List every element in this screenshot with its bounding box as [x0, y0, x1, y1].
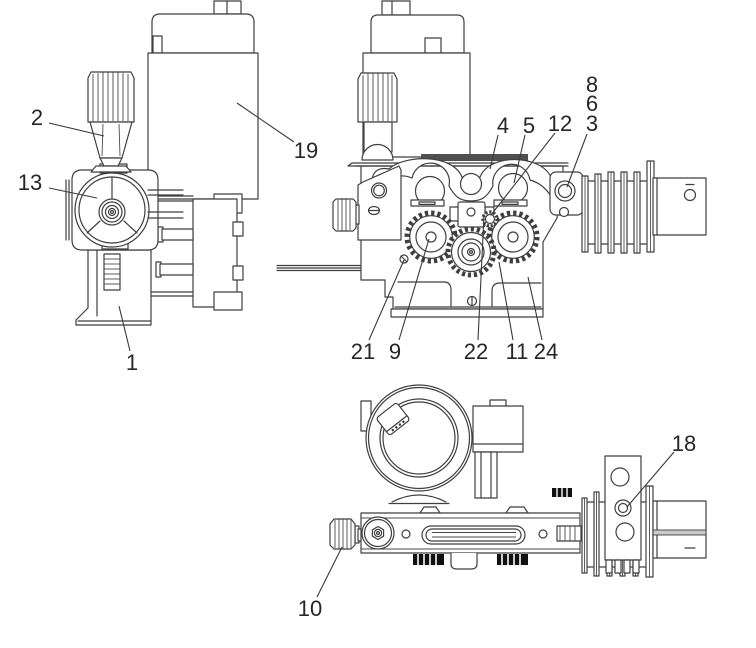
front-view-top-labels: 4 5 12 8 6 3 — [489, 72, 598, 216]
side-view-labels: 2 13 19 1 — [18, 102, 318, 375]
outlet-connector — [652, 177, 707, 236]
mount-bracket-18 — [604, 455, 642, 574]
top-strip — [421, 154, 528, 161]
drive-pinion — [481, 210, 499, 228]
tension-bracket — [357, 165, 402, 241]
tension-rack — [103, 253, 121, 291]
top-right-assembly — [552, 455, 707, 578]
feed-slot — [421, 525, 526, 545]
part-label-9: 9 — [389, 339, 401, 364]
feed-rollers — [410, 172, 529, 207]
part-label-24: 24 — [534, 339, 558, 364]
top-connector — [652, 500, 707, 559]
top-view: 10 18 — [298, 384, 707, 621]
front-pressure-knob — [357, 72, 398, 161]
part-label-3: 3 — [586, 111, 598, 136]
ring-saddle — [391, 494, 447, 503]
side-knob — [332, 198, 360, 232]
hex-bolt — [361, 516, 395, 550]
arm-pivot-housing — [549, 171, 584, 218]
pressure-knob — [87, 71, 135, 173]
part-label-12: 12 — [548, 111, 572, 136]
part-label-18: 18 — [672, 431, 696, 456]
roller-housing — [65, 163, 184, 251]
part-label-10: 10 — [298, 596, 322, 621]
part-label-11: 11 — [506, 339, 529, 364]
hub-bearing — [98, 198, 126, 226]
roller-combs — [413, 552, 528, 570]
part-label-1: 1 — [126, 350, 138, 375]
right-feed-gear — [486, 210, 540, 264]
part-label-22: 22 — [464, 339, 488, 364]
part-label-21: 21 — [351, 339, 375, 364]
top-body — [360, 506, 581, 554]
part-label-6: 6 — [586, 91, 598, 116]
top-view-labels: 10 18 — [298, 431, 696, 621]
spool-ring — [360, 384, 473, 505]
front-view: 4 5 12 8 6 3 21 9 22 11 24 — [276, 0, 707, 364]
gearbox — [134, 191, 244, 311]
part-label-4: 4 — [497, 113, 509, 138]
center-drive-gear — [445, 226, 497, 278]
right-pressure-roller — [497, 172, 529, 204]
motor-cap — [151, 0, 255, 54]
circuit-chip — [376, 402, 410, 436]
outlet-spring — [581, 160, 655, 254]
wire-inlet — [276, 264, 362, 272]
side-view: 2 13 19 1 — [18, 0, 318, 375]
part-label-8: 8 — [586, 72, 598, 97]
left-feed-gear — [404, 210, 458, 264]
part-label-13: 13 — [18, 170, 42, 195]
idler-roller — [459, 172, 483, 196]
rear-bracket — [472, 399, 524, 499]
motor-body — [147, 52, 259, 200]
top-knob — [329, 518, 362, 550]
part-label-5: 5 — [523, 113, 535, 138]
drive-shaft-end — [556, 525, 582, 542]
frame-top-edge — [347, 162, 569, 167]
part-label-19: 19 — [294, 138, 318, 163]
part-label-2: 2 — [31, 105, 43, 130]
front-view-bottom-labels: 21 9 22 11 24 — [351, 214, 558, 364]
